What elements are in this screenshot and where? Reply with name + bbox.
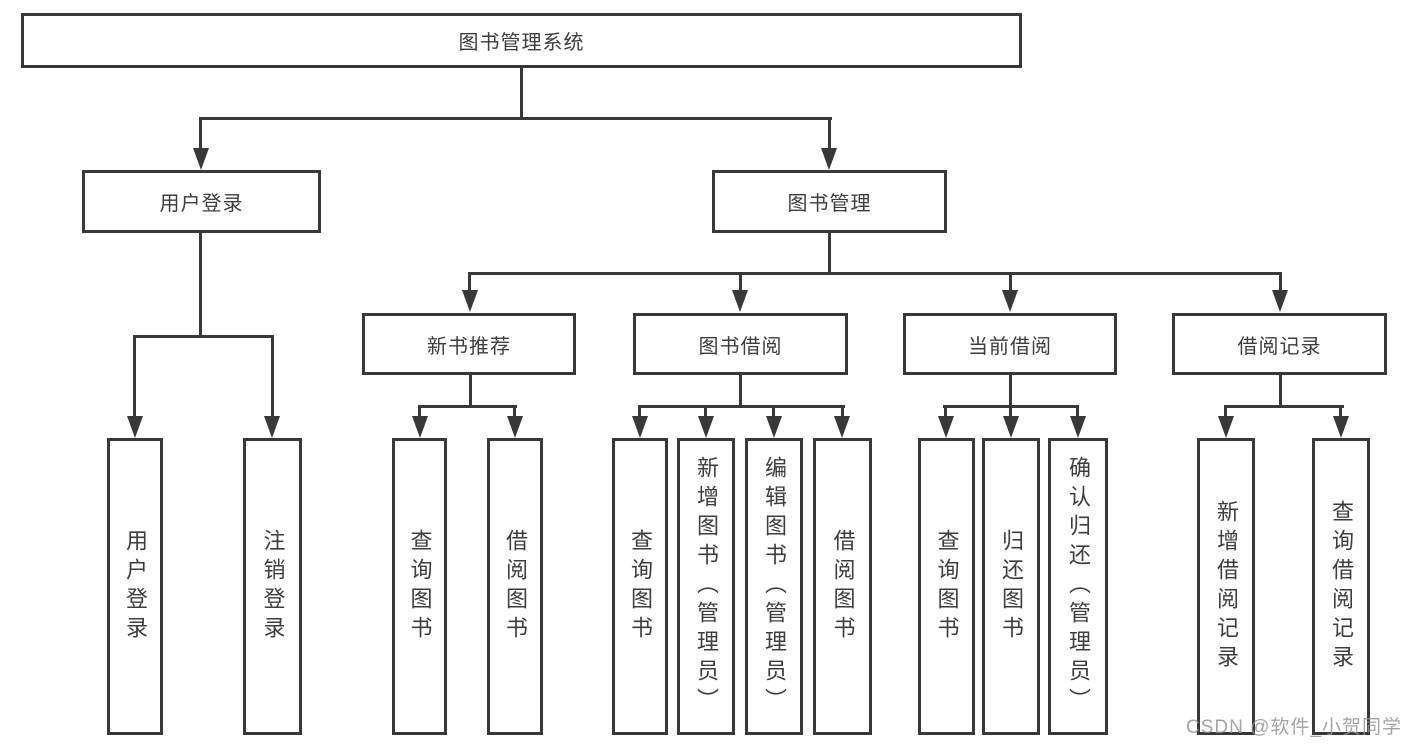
leaf-user-login: 用户登录 (107, 438, 163, 735)
leaf-edit-books-admin: 编辑图书（管理员） (745, 438, 803, 735)
connector-stub-g5-1 (1224, 405, 1227, 418)
connector-stub-leaf-logout (271, 335, 274, 418)
connector-stub-g3-4 (841, 405, 844, 418)
node-new-book-recommend-label: 新书推荐 (427, 335, 511, 358)
connector-stub-g4-1 (944, 405, 947, 418)
node-borrow-records-label: 借阅记录 (1237, 335, 1322, 358)
connector-stub-current (1009, 272, 1012, 292)
node-book-borrowing-label: 图书借阅 (698, 335, 783, 358)
node-book-management-label: 图书管理 (787, 193, 872, 215)
arrow-g3-2 (698, 416, 714, 438)
connector-stub-borrowing (739, 272, 742, 292)
leaf-logout: 注销登录 (243, 438, 302, 735)
leaf-add-books-admin: 新增图书（管理员） (677, 438, 735, 735)
arrow-to-leaf-login (127, 416, 143, 438)
arrow-to-book-mgmt (821, 148, 837, 170)
leaf-query-books-borrowing: 查询图书 (612, 438, 668, 735)
arrow-to-leaf-logout (264, 416, 280, 438)
connector-stub-records (1279, 272, 1282, 292)
connector-root-stem (520, 66, 523, 118)
node-root-label: 图书管理系统 (458, 32, 585, 54)
connector-root-bar (199, 117, 832, 120)
connector-stub-g3-3 (772, 405, 775, 418)
connector-records-stem (1279, 373, 1282, 408)
arrow-to-records (1272, 290, 1288, 312)
arrow-to-recommend (462, 290, 478, 312)
node-current-borrowing-label: 当前借阅 (968, 335, 1052, 358)
node-user-login-label: 用户登录 (159, 193, 244, 215)
node-current-borrowing: 当前借阅 (903, 313, 1117, 375)
leaf-query-books-recommend: 查询图书 (392, 438, 447, 735)
connector-stub-g3-2 (704, 405, 707, 418)
connector-records-bar (1224, 405, 1344, 408)
node-user-login: 用户登录 (82, 170, 321, 233)
leaf-confirm-return-admin: 确认归还（管理员） (1048, 438, 1108, 735)
arrow-g2-1 (412, 416, 428, 438)
arrow-g4-1 (938, 416, 954, 438)
connector-current-stem (1009, 373, 1012, 408)
arrow-to-borrowing (732, 290, 748, 312)
node-book-management: 图书管理 (712, 170, 947, 233)
connector-stub-book-mgmt (828, 117, 831, 151)
node-borrow-records: 借阅记录 (1172, 313, 1387, 375)
connector-stub-leaf-login (133, 335, 136, 418)
connector-recommend-bar (418, 405, 517, 408)
connector-borrowing-bar (638, 405, 845, 408)
leaf-add-borrow-record: 新增借阅记录 (1197, 438, 1255, 735)
arrow-g4-2 (1003, 416, 1019, 438)
leaf-borrow-books-recommend: 借阅图书 (487, 438, 543, 735)
connector-bookmgmt-bar (468, 272, 1282, 275)
leaf-borrow-books-borrowing: 借阅图书 (813, 438, 872, 735)
connector-bookmgmt-stem (828, 231, 831, 275)
arrow-g4-3 (1070, 416, 1086, 438)
arrow-g5-1 (1218, 416, 1234, 438)
node-root-system: 图书管理系统 (21, 13, 1022, 68)
arrow-g3-1 (632, 416, 648, 438)
connector-stub-g5-2 (1339, 405, 1342, 418)
leaf-return-books: 归还图书 (982, 438, 1040, 735)
connector-stub-recommend (468, 272, 471, 292)
node-new-book-recommend: 新书推荐 (362, 313, 576, 375)
connector-userlogin-bar (133, 335, 274, 338)
connector-recommend-stem (469, 373, 472, 408)
connector-stub-user-login (199, 117, 202, 151)
arrow-g3-3 (766, 416, 782, 438)
arrow-g3-4 (834, 416, 850, 438)
connector-stub-g3-1 (638, 405, 641, 418)
arrow-g2-2 (507, 416, 523, 438)
connector-stub-g2-1 (418, 405, 421, 418)
node-book-borrowing: 图书借阅 (633, 313, 848, 375)
leaf-query-books-current: 查询图书 (918, 438, 975, 735)
arrow-to-current (1002, 290, 1018, 312)
connector-stub-g4-3 (1076, 405, 1079, 418)
arrow-to-user-login (193, 148, 209, 170)
connector-stub-g2-2 (513, 405, 516, 418)
connector-userlogin-stem (199, 231, 202, 337)
leaf-query-borrow-record: 查询借阅记录 (1312, 438, 1370, 735)
arrow-g5-2 (1333, 416, 1349, 438)
connector-stub-g4-2 (1009, 405, 1012, 418)
connector-borrowing-stem (739, 373, 742, 408)
csdn-watermark: CSDN @软件_小贺同学 (1186, 717, 1402, 738)
